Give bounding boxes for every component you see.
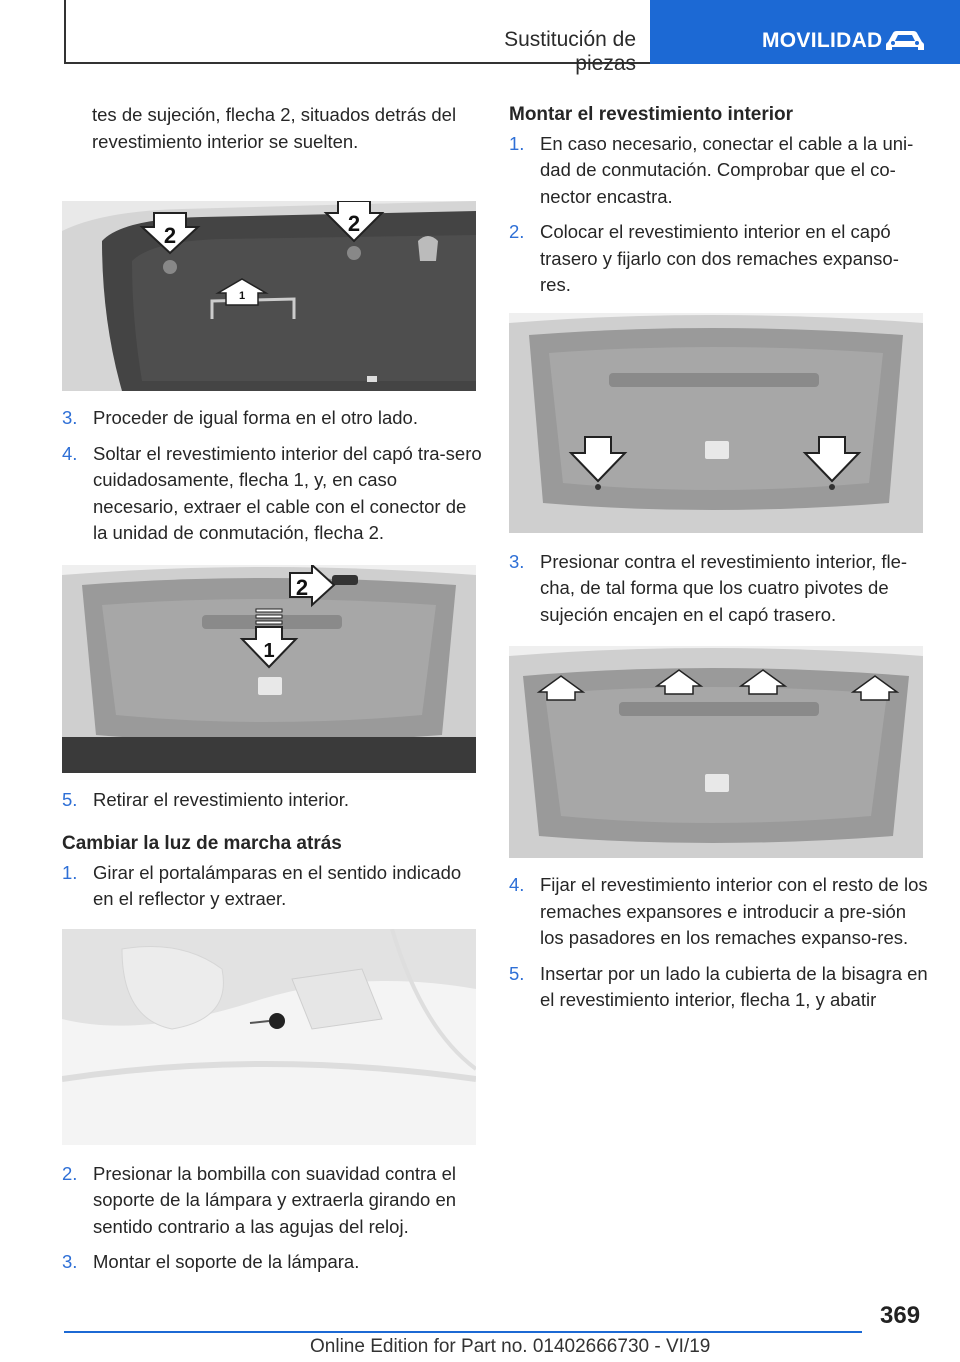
step-text: Presionar contra el revestimiento interi… xyxy=(540,550,908,625)
arrow-down-1: 1 xyxy=(239,608,299,668)
step-number: 4. xyxy=(509,874,525,895)
step-item: 3. Presionar contra el revestimiento inte… xyxy=(509,549,929,629)
step-text: Girar el portalámparas en el sentido ind… xyxy=(93,861,462,910)
page-number: 369 xyxy=(880,1302,921,1329)
header-rule-vertical xyxy=(64,0,66,64)
car-icon xyxy=(886,31,924,50)
step-item: 3. Proceder de igual forma en el otro lad… xyxy=(62,405,482,432)
step-text: Fijar el revestimiento interior con el r… xyxy=(540,874,928,948)
step-number: 3. xyxy=(62,407,78,428)
arrow-up-2 xyxy=(654,669,704,695)
arrow-right-2: 2 xyxy=(289,564,336,607)
edition-note: Online Edition for Part no. 01402666730 … xyxy=(310,1336,711,1357)
arrow-up-1: 1 xyxy=(215,278,269,306)
step-item: 2. Colocar el revestimiento interior en e… xyxy=(509,219,929,299)
step-number: 3. xyxy=(62,1251,78,1272)
arrow-label: 2 xyxy=(348,211,360,236)
step-number: 4. xyxy=(62,442,78,464)
step-number: 3. xyxy=(509,550,525,572)
step-item: 2. Presionar la bombilla con suavidad con… xyxy=(62,1161,482,1241)
left-column: tes de sujeción, flecha 2, situados detr… xyxy=(62,102,482,1285)
intro-paragraph: tes de sujeción, flecha 2, situados detr… xyxy=(92,104,457,152)
arrow-down-2b: 2 xyxy=(323,201,385,243)
step-text: En caso necesario, conectar el cable a l… xyxy=(540,132,914,207)
step-text: Retirar el revestimiento interior. xyxy=(93,788,350,810)
header-rule-horizontal xyxy=(64,62,650,64)
figure-press-pivots xyxy=(509,646,923,858)
section-heading: Cambiar la luz de marcha atrás xyxy=(62,833,342,854)
right-column: Montar el revestimiento interior 1. En ca… xyxy=(509,102,929,1023)
chapter-tab-label: MOVILIDAD xyxy=(762,29,883,52)
step-item: 1. Girar el portalámparas en el sentido i… xyxy=(62,860,482,913)
step-item: 4. Soltar el revestimiento interior del c… xyxy=(62,441,482,547)
arrow-down-2a: 2 xyxy=(139,212,201,255)
arrow-label: 1 xyxy=(263,640,274,662)
arrow-label: 2 xyxy=(296,575,308,600)
section-heading: Montar el revestimiento interior xyxy=(509,104,794,125)
step-text: Colocar el revestimiento interior en el … xyxy=(540,221,899,295)
step-item: 5. Retirar el revestimiento interior. xyxy=(62,787,482,814)
figure-trim-removal: 2 1 xyxy=(62,564,476,773)
figure-rivets-install xyxy=(509,312,923,533)
step-number: 5. xyxy=(62,788,78,810)
step-text: Soltar el revestimiento interior del cap… xyxy=(93,442,482,544)
arrow-label: 1 xyxy=(239,290,245,302)
figure-trunk-lid-fasteners: 2 2 1 xyxy=(62,201,476,391)
step-text: Proceder de igual forma en el otro lado. xyxy=(93,407,418,428)
arrow-down-left xyxy=(568,435,628,482)
step-number: 2. xyxy=(509,221,525,242)
figure-lamp-holder xyxy=(62,928,476,1145)
step-item: 5. Insertar por un lado la cubierta de la… xyxy=(509,961,929,1014)
step-number: 5. xyxy=(509,962,525,984)
chapter-tab[interactable]: MOVILIDAD xyxy=(650,0,960,64)
step-number: 1. xyxy=(62,861,78,883)
arrow-label: 2 xyxy=(164,223,176,248)
step-item: 1. En caso necesario, conectar el cable a… xyxy=(509,131,929,211)
step-number: 1. xyxy=(509,132,525,154)
step-item: 4. Fijar el revestimiento interior con el… xyxy=(509,872,929,952)
step-item: 3. Montar el soporte de la lámpara. xyxy=(62,1249,482,1276)
arrow-up-1 xyxy=(536,675,586,701)
arrow-down-right xyxy=(802,435,862,482)
footer-rule xyxy=(64,1331,862,1333)
step-number: 2. xyxy=(62,1162,78,1184)
step-text: Insertar por un lado la cubierta de la b… xyxy=(540,962,928,1011)
step-text: Presionar la bombilla con suavidad contr… xyxy=(93,1162,457,1237)
section-title: Sustitución de piezas xyxy=(504,28,636,75)
arrow-up-4 xyxy=(850,675,900,701)
step-text: Montar el soporte de la lámpara. xyxy=(93,1251,360,1272)
arrow-up-3 xyxy=(738,669,788,695)
